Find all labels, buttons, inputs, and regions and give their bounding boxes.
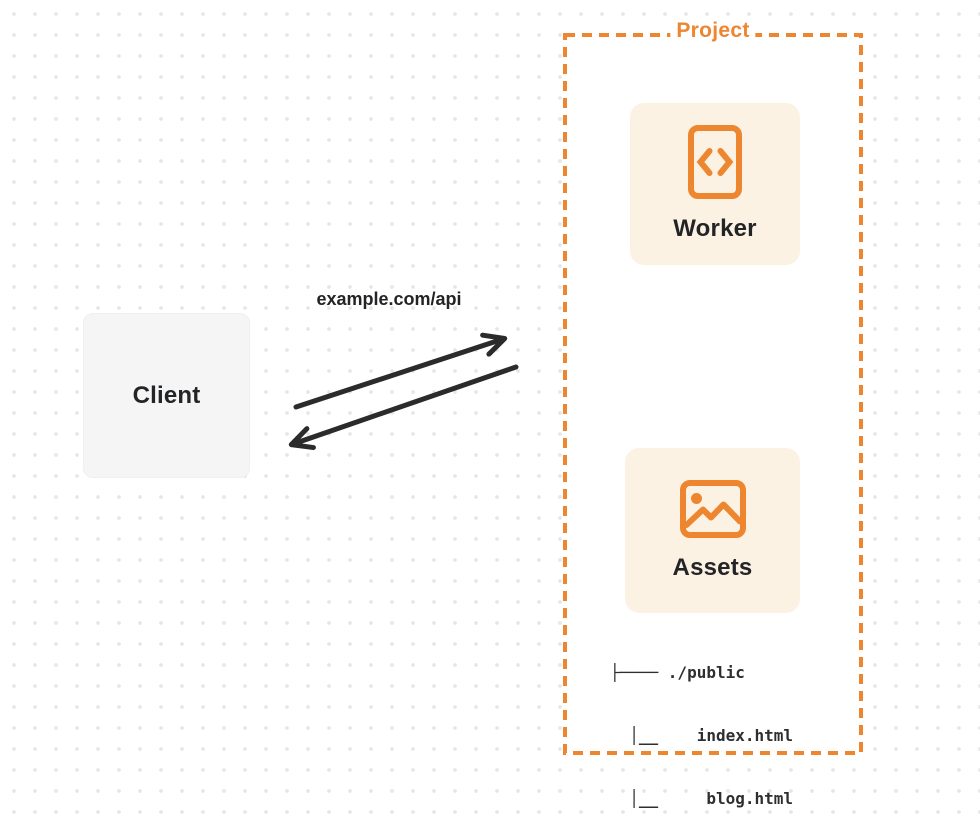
client-label: Client [132, 381, 201, 409]
project-title: Project [670, 19, 756, 43]
assets-card: Assets [625, 448, 800, 613]
project-dashed-border [563, 33, 863, 755]
file-tree-line: │__ index.html [610, 726, 794, 745]
project-group: Project Worker Assets ├──── ./public │__… [563, 19, 863, 808]
image-icon [679, 479, 746, 538]
worker-card: Worker [630, 103, 800, 265]
worker-label: Worker [673, 215, 757, 242]
assets-label: Assets [672, 553, 753, 581]
client-node: Client [83, 313, 250, 478]
file-tree-line: ├──── ./public [610, 663, 745, 682]
request-url-label: example.com/api [316, 289, 462, 309]
response-arrow [288, 364, 519, 451]
code-file-icon [688, 125, 742, 199]
file-tree-line: │__ blog.html [610, 789, 794, 808]
request-arrow [293, 332, 508, 410]
file-tree: ├──── ./public │__ index.html │__ blog.h… [610, 620, 793, 818]
